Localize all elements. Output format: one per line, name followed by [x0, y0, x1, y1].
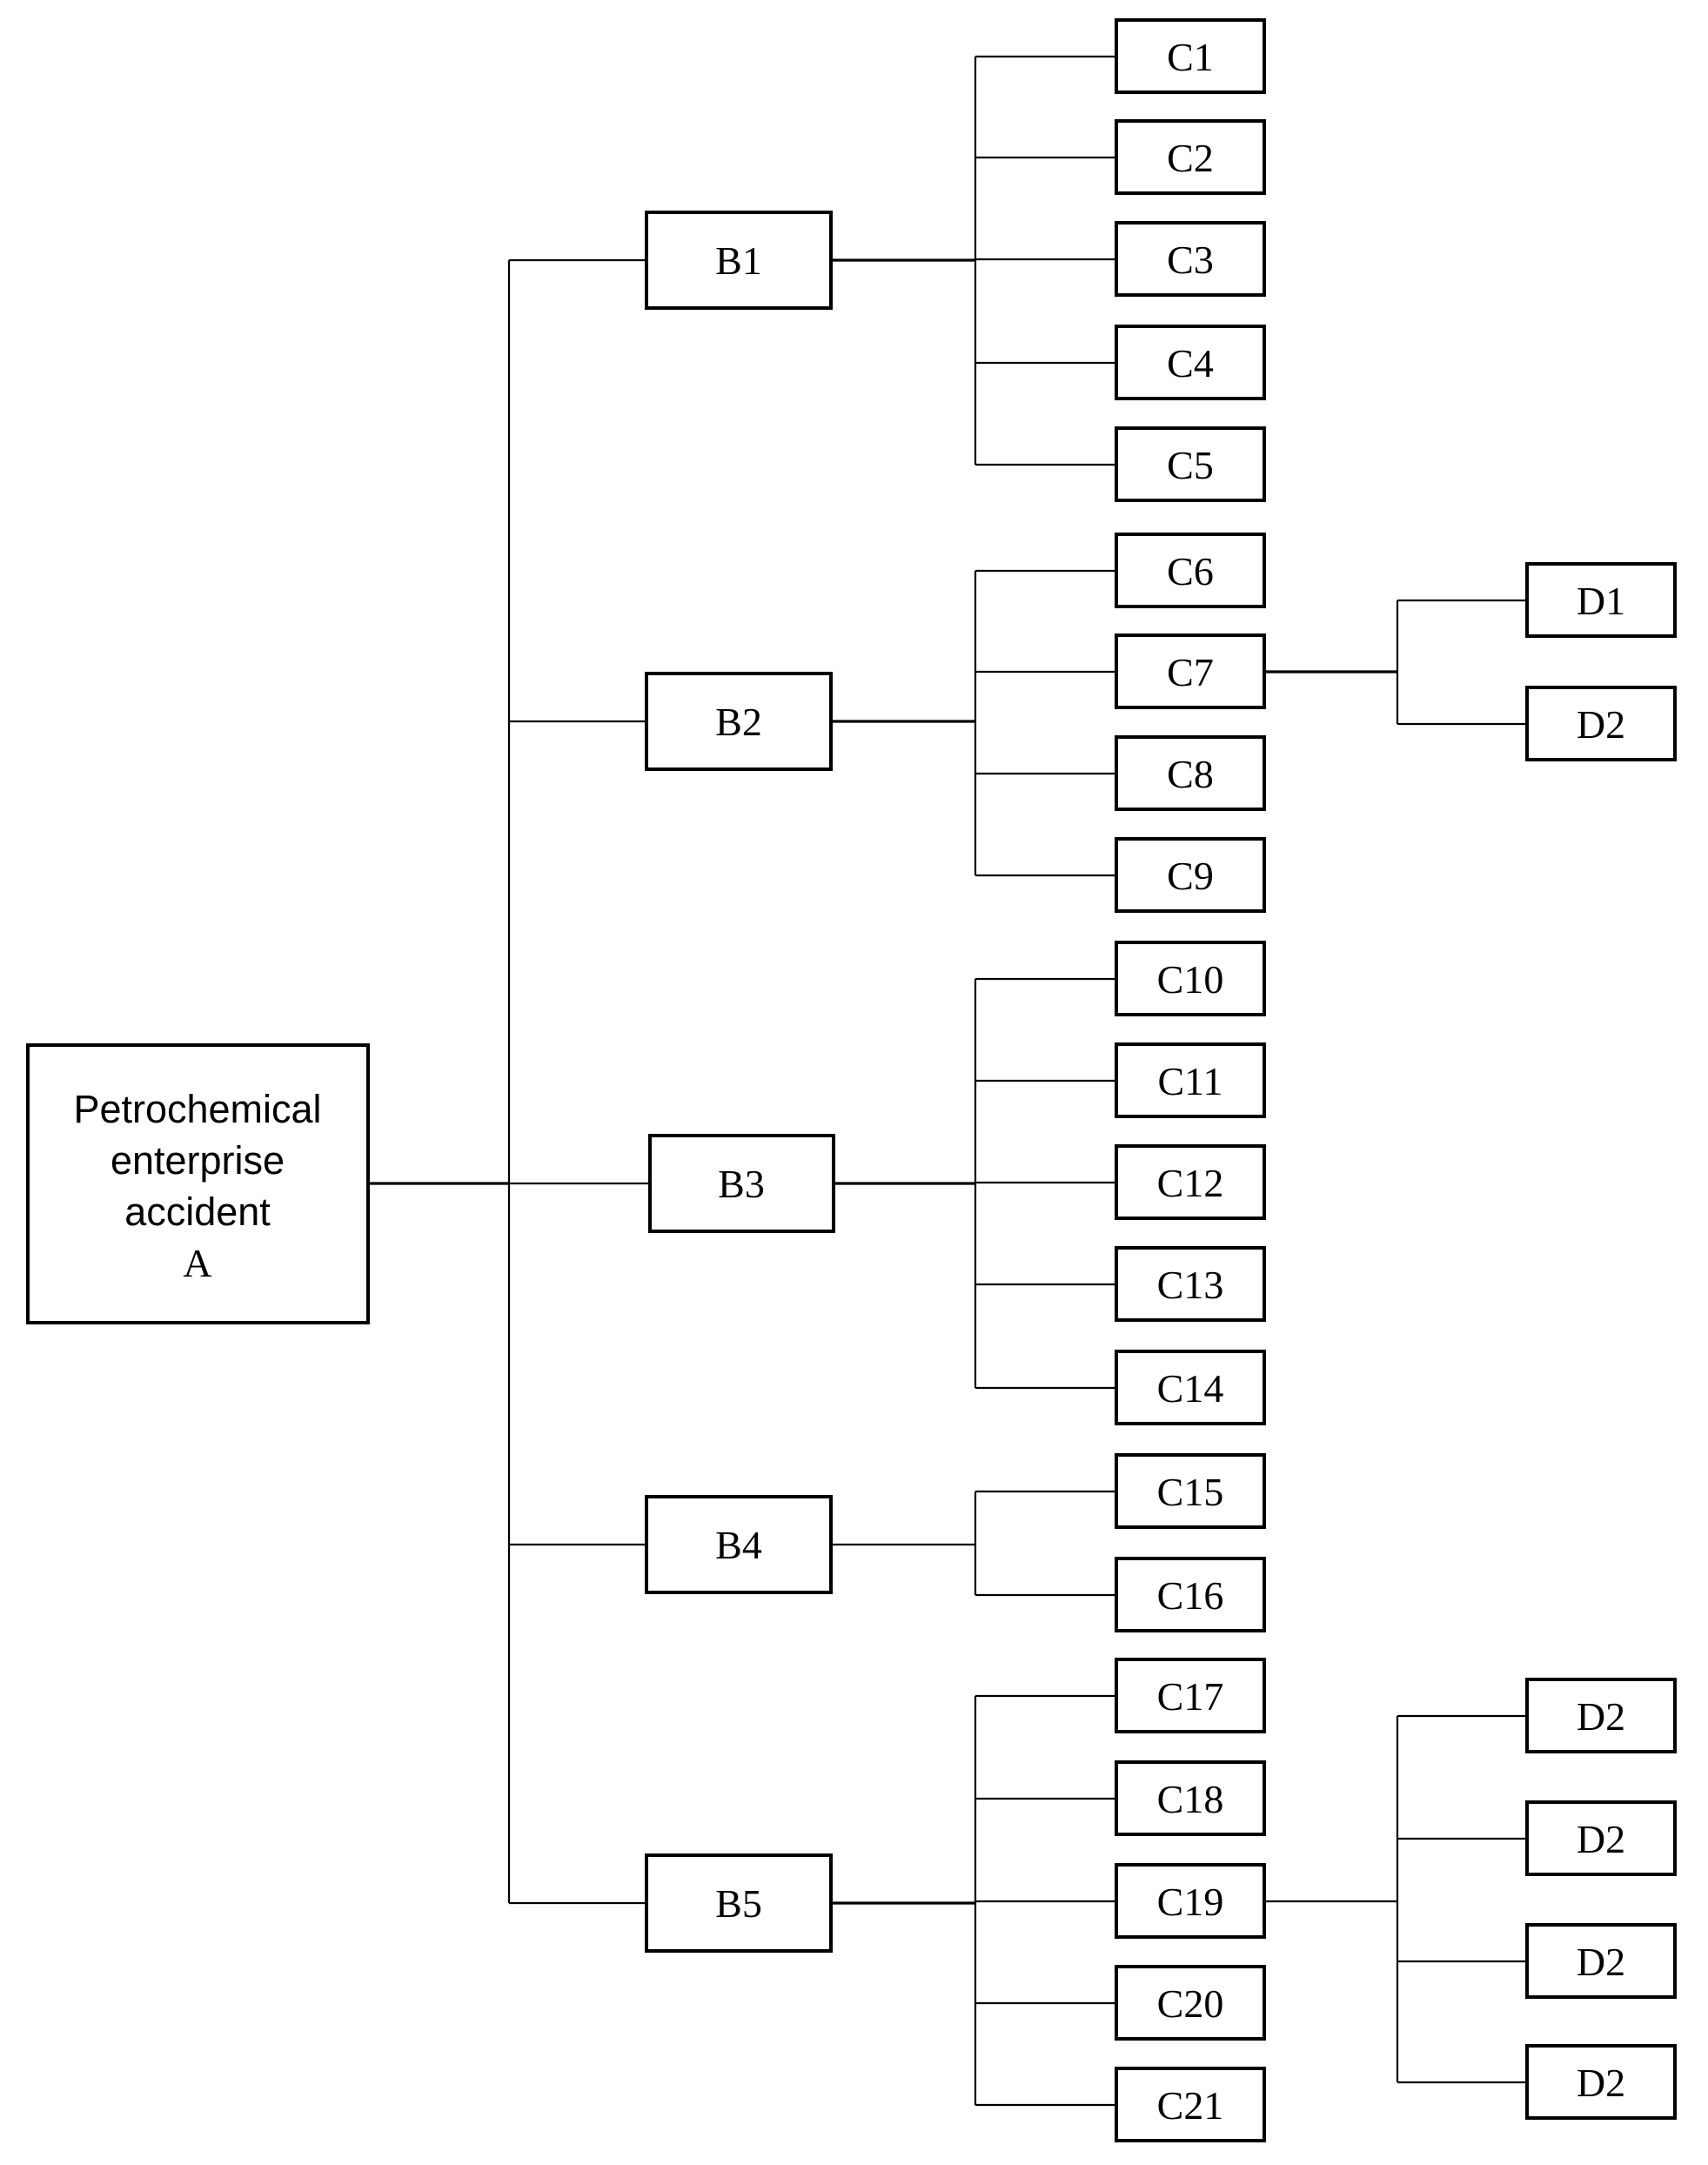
root-line-3: accident — [124, 1190, 271, 1234]
node-c1-label: C1 — [1167, 35, 1214, 79]
node-c16-label: C16 — [1157, 1573, 1224, 1618]
node-c12: C12 — [1115, 1144, 1266, 1220]
level-c-nodes: C1 C2 C3 C4 C5 C6 C7 C8 — [1115, 18, 1266, 2142]
node-c14: C14 — [1115, 1350, 1266, 1425]
level-b-nodes: B1 B2 B3 B4 B5 — [645, 211, 835, 1953]
node-d2-d-label: D2 — [1577, 2061, 1625, 2105]
node-d2-upper-label: D2 — [1577, 702, 1625, 747]
node-d2-b-label: D2 — [1577, 1817, 1625, 1861]
node-c9: C9 — [1115, 837, 1266, 913]
node-b4: B4 — [645, 1495, 833, 1594]
node-c9-label: C9 — [1167, 854, 1214, 898]
node-c17: C17 — [1115, 1658, 1266, 1733]
node-c20-label: C20 — [1157, 1981, 1224, 2026]
node-c13: C13 — [1115, 1246, 1266, 1322]
node-d1-label: D1 — [1577, 579, 1625, 623]
root-line-4: A — [183, 1241, 211, 1285]
root-line-1: Petrochemical — [73, 1087, 321, 1131]
node-c17-label: C17 — [1157, 1674, 1224, 1719]
node-c16: C16 — [1115, 1557, 1266, 1632]
node-c19: C19 — [1115, 1863, 1266, 1939]
node-b1-label: B1 — [715, 238, 762, 283]
node-c2: C2 — [1115, 119, 1266, 195]
node-d2-d: D2 — [1525, 2044, 1677, 2120]
node-c5: C5 — [1115, 426, 1266, 502]
node-c12-label: C12 — [1157, 1161, 1224, 1205]
node-c8: C8 — [1115, 735, 1266, 811]
node-c6-label: C6 — [1167, 549, 1214, 593]
node-c4: C4 — [1115, 325, 1266, 400]
node-b2: B2 — [645, 672, 833, 771]
node-c1: C1 — [1115, 18, 1266, 94]
node-d2-b: D2 — [1525, 1800, 1677, 1876]
node-d2-c-label: D2 — [1577, 1940, 1625, 1984]
node-c18-label: C18 — [1157, 1777, 1224, 1821]
node-c4-label: C4 — [1167, 341, 1214, 385]
node-c3: C3 — [1115, 221, 1266, 297]
node-d2-upper: D2 — [1525, 686, 1677, 761]
connector-lines — [368, 55, 1527, 2107]
node-d1: D1 — [1525, 562, 1677, 638]
node-c15: C15 — [1115, 1453, 1266, 1529]
node-c10: C10 — [1115, 941, 1266, 1016]
node-b3-label: B3 — [718, 1162, 765, 1206]
level-d-nodes: D1 D2 D2 D2 D2 D2 — [1525, 562, 1677, 2120]
node-c21: C21 — [1115, 2067, 1266, 2142]
node-c19-label: C19 — [1157, 1880, 1224, 1924]
node-d2-a-label: D2 — [1577, 1694, 1625, 1739]
node-c8-label: C8 — [1167, 752, 1214, 796]
node-c21-label: C21 — [1157, 2083, 1224, 2128]
node-c13-label: C13 — [1157, 1263, 1224, 1307]
node-c7-label: C7 — [1167, 650, 1214, 694]
node-d2-a: D2 — [1525, 1678, 1677, 1753]
root-node-box — [26, 1043, 370, 1324]
node-b2-label: B2 — [715, 700, 762, 744]
node-b5-label: B5 — [715, 1881, 762, 1926]
root-node: Petrochemical enterprise accident A — [26, 1043, 370, 1324]
node-c10-label: C10 — [1157, 957, 1224, 1002]
node-c11: C11 — [1115, 1042, 1266, 1118]
node-b5: B5 — [645, 1853, 833, 1953]
node-c20: C20 — [1115, 1965, 1266, 2041]
node-b3: B3 — [648, 1134, 835, 1233]
node-c18: C18 — [1115, 1760, 1266, 1836]
node-c5-label: C5 — [1167, 443, 1214, 487]
node-c3-label: C3 — [1167, 238, 1214, 282]
node-c14-label: C14 — [1157, 1366, 1224, 1411]
node-c15-label: C15 — [1157, 1470, 1224, 1514]
node-b1: B1 — [645, 211, 833, 310]
node-c7: C7 — [1115, 633, 1266, 709]
node-b4-label: B4 — [715, 1523, 762, 1567]
node-c6: C6 — [1115, 533, 1266, 608]
node-d2-c: D2 — [1525, 1923, 1677, 1999]
root-line-2: enterprise — [111, 1138, 285, 1183]
node-c11-label: C11 — [1158, 1059, 1223, 1103]
node-c2-label: C2 — [1167, 136, 1214, 180]
